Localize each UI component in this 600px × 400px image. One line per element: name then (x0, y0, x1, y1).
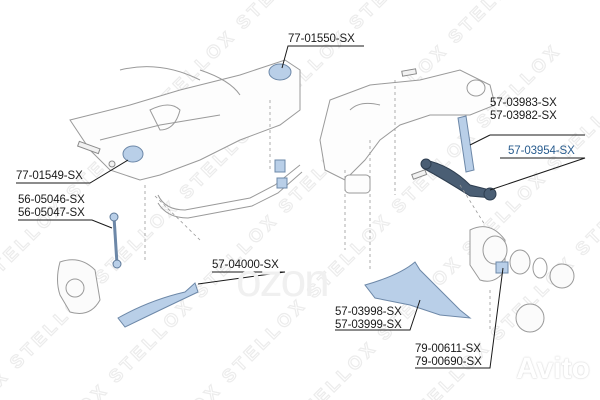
part-label-79-00611[interactable]: 79-00611-SX (415, 343, 481, 355)
ozon-watermark: ozon (236, 254, 330, 306)
part-label-56-05047[interactable]: 56-05047-SX (18, 207, 85, 219)
right-knuckle (469, 226, 575, 333)
part-label-57-03999[interactable]: 57-03999-SX (335, 319, 402, 331)
avito-watermark: Avito (516, 352, 590, 385)
leader-lines (16, 45, 586, 369)
part-label-79-00690[interactable]: 79-00690-SX (415, 356, 482, 368)
stabilizer-bushing (274, 159, 286, 173)
lateral-link-57-04000 (117, 282, 199, 328)
stabilizer-bar (157, 164, 303, 219)
bushing-77-01549 (122, 145, 144, 163)
part-label-56-05046[interactable]: 56-05046-SX (18, 194, 85, 206)
bushing-79-00611 (495, 261, 509, 274)
part-label-57-03998[interactable]: 57-03998-SX (335, 306, 402, 318)
toe-link-57-03983 (457, 115, 475, 173)
part-label-57-03954[interactable]: 57-03954-SX (508, 145, 575, 157)
part-label-57-03983[interactable]: 57-03983-SX (490, 97, 557, 109)
bushing-77-01550 (268, 63, 292, 81)
stabilizer-link (109, 212, 122, 269)
lower-arm-57-03998 (364, 261, 472, 319)
right-subframe (319, 69, 496, 194)
part-label-57-03982[interactable]: 57-03982-SX (490, 110, 557, 122)
part-label-57-04000[interactable]: 57-04000-SX (212, 259, 279, 271)
part-label-77-01550[interactable]: 77-01550-SX (288, 33, 355, 45)
left-knuckle (57, 259, 101, 314)
part-label-77-01549[interactable]: 77-01549-SX (16, 170, 83, 182)
